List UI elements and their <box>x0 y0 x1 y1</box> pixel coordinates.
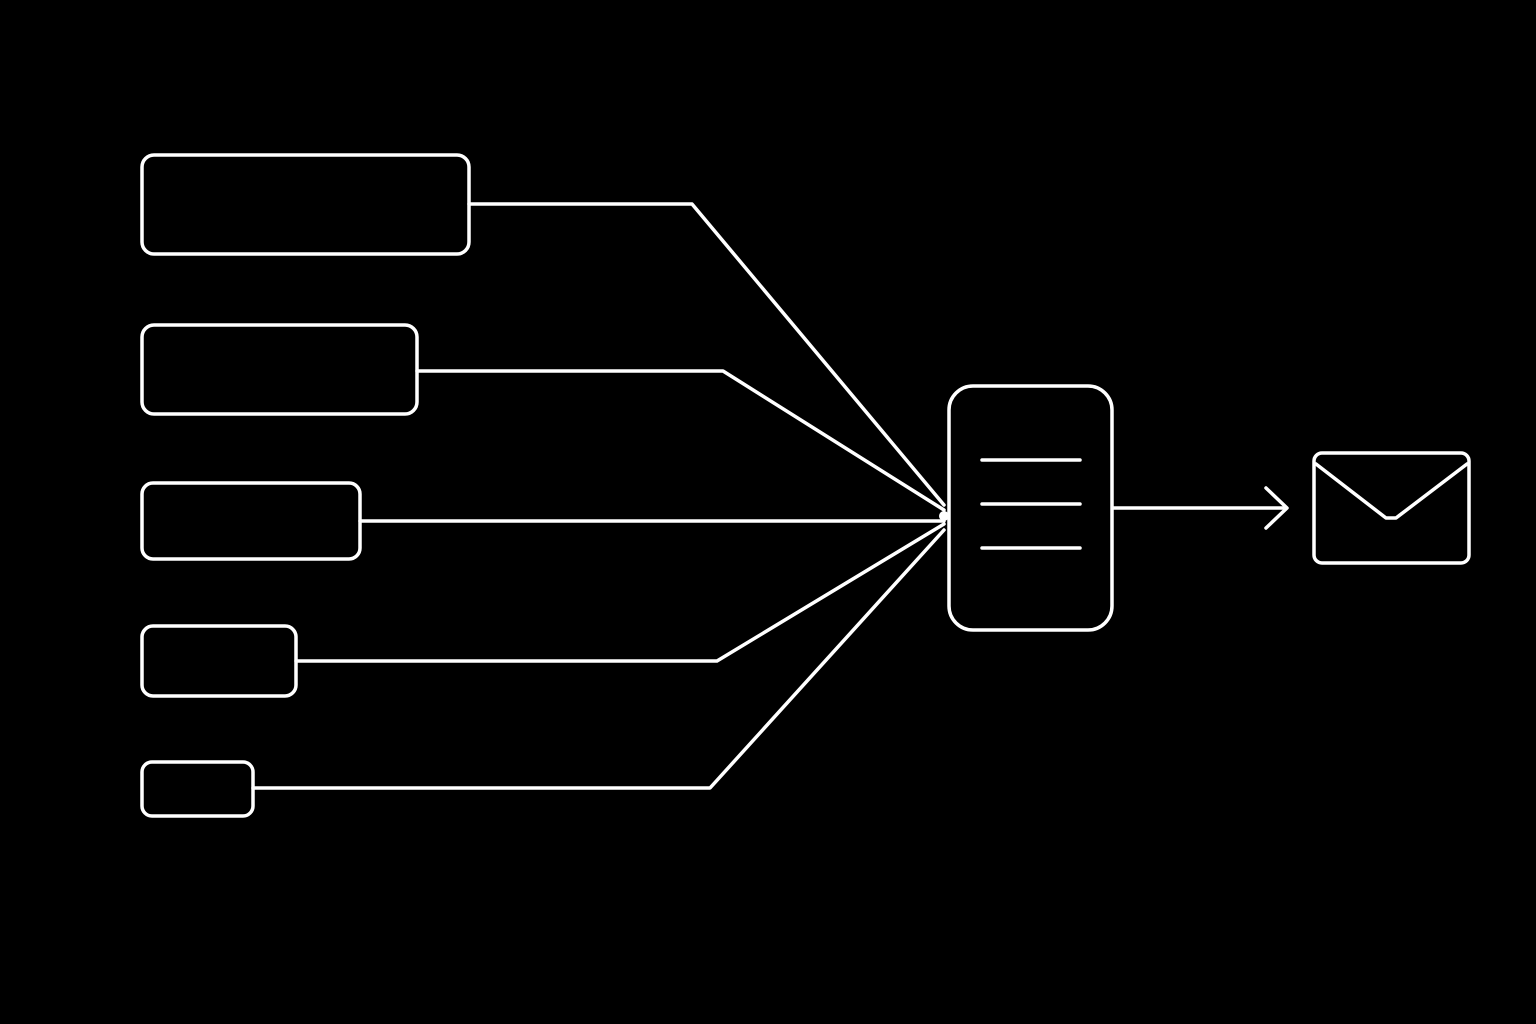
connector-line-5 <box>251 528 946 790</box>
envelope-body <box>1312 451 1471 565</box>
input-box-4 <box>140 624 298 698</box>
input-box-2 <box>140 323 419 416</box>
connector-line-4 <box>294 522 946 663</box>
hub-document-frame <box>947 384 1114 632</box>
arrow-head <box>1264 486 1289 530</box>
input-group <box>140 153 471 818</box>
envelope-flap <box>1314 462 1469 520</box>
junction-dot <box>939 511 949 521</box>
input-box-1 <box>140 153 471 256</box>
input-box-3 <box>140 481 362 561</box>
connector-lines <box>251 202 949 790</box>
input-box-5 <box>140 760 255 818</box>
arrow-right-icon <box>1111 486 1289 530</box>
envelope-icon <box>1312 451 1471 565</box>
hub-document-icon <box>947 384 1114 632</box>
connector-line-1 <box>467 202 946 507</box>
connector-line-2 <box>415 369 946 512</box>
